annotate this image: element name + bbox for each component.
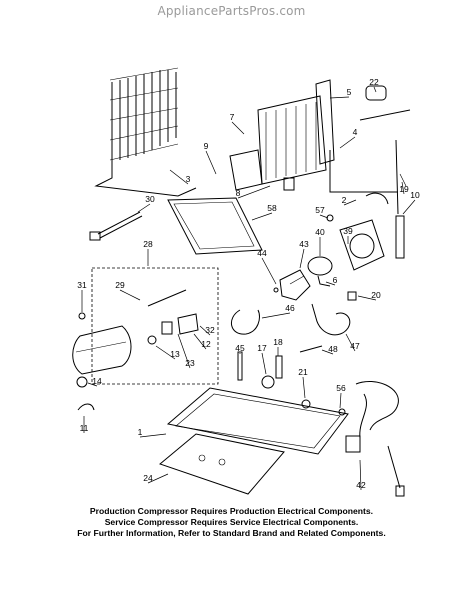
callout-46: 46 <box>285 303 295 313</box>
callout-leader-6 <box>325 281 336 286</box>
condenser-coil <box>94 67 197 197</box>
callout-leader-32 <box>199 325 211 336</box>
fan-motor-and-blade <box>273 256 333 301</box>
callout-leader-44 <box>261 257 277 285</box>
callout-3: 3 <box>186 174 191 184</box>
note-production: Production Compressor Requires Productio… <box>89 506 374 516</box>
callout-42: 42 <box>356 480 366 490</box>
callout-leader-20 <box>357 295 377 301</box>
evaporator-assembly <box>229 79 335 191</box>
wire-connector <box>89 211 143 241</box>
callout-43: 43 <box>299 239 309 249</box>
callout-leader-19 <box>401 181 405 195</box>
thermostat-and-tubing <box>329 85 411 259</box>
compressor-electrical <box>147 289 199 345</box>
callout-45: 45 <box>235 343 245 353</box>
callout-6: 6 <box>333 275 338 285</box>
callout-leader-2 <box>343 199 357 206</box>
callout-11: 11 <box>80 423 89 433</box>
callout-leader-58 <box>251 212 273 221</box>
callout-40: 40 <box>315 227 325 237</box>
callout-leader-29 <box>119 289 141 301</box>
wiring-harness <box>338 380 405 497</box>
callout-leader-24 <box>147 473 169 484</box>
callout-leader-46 <box>261 312 291 319</box>
callout-47: 47 <box>350 341 360 351</box>
callout-30: 30 <box>145 194 155 204</box>
callout-leader-14 <box>87 382 98 387</box>
callout-39: 39 <box>343 226 353 236</box>
callout-leader-5 <box>329 96 350 99</box>
callout-13: 13 <box>170 349 180 359</box>
callout-leader-21 <box>302 376 306 399</box>
callout-19: 19 <box>399 184 409 194</box>
callout-leader-22 <box>373 86 377 93</box>
callout-20: 20 <box>371 290 381 300</box>
callout-leader-1 <box>139 433 167 438</box>
callout-leader-9 <box>205 150 217 175</box>
compressor-group-outline <box>91 267 219 385</box>
callout-18: 18 <box>273 337 283 347</box>
callout-12: 12 <box>201 339 211 349</box>
callout-5: 5 <box>347 87 352 97</box>
callout-4: 4 <box>353 127 358 137</box>
callout-1: 1 <box>138 427 143 437</box>
note-further-info: For Further Information, Refer to Standa… <box>77 528 386 538</box>
callout-58: 58 <box>267 203 277 213</box>
callout-leader-47 <box>345 333 356 352</box>
callout-leader-57 <box>319 214 329 219</box>
callout-28: 28 <box>143 239 153 249</box>
base-plate <box>166 387 349 455</box>
callout-23: 23 <box>185 358 195 368</box>
callout-leader-8 <box>237 185 271 199</box>
callout-leader-23 <box>177 333 191 369</box>
callout-8: 8 <box>236 188 241 198</box>
callout-31: 31 <box>77 280 87 290</box>
callout-leader-13 <box>155 345 176 360</box>
callout-29: 29 <box>115 280 125 290</box>
note-service: Service Compressor Requires Service Elec… <box>104 517 359 527</box>
callout-leader-30 <box>137 203 151 213</box>
compressor-mounting-parts <box>77 351 311 411</box>
callout-leader-3 <box>169 169 189 185</box>
callout-leader-42 <box>359 459 362 491</box>
insulation-pad <box>158 433 285 495</box>
callout-10: 10 <box>410 190 420 200</box>
tubing-set <box>231 291 357 353</box>
callout-17: 17 <box>257 343 267 353</box>
callout-leader-12 <box>193 333 207 350</box>
callout-7: 7 <box>230 112 235 122</box>
callout-57: 57 <box>315 205 325 215</box>
callout-56: 56 <box>336 383 346 393</box>
callout-24: 24 <box>143 473 153 483</box>
compressor <box>72 312 132 388</box>
callout-9: 9 <box>204 141 209 151</box>
callout-21: 21 <box>298 367 308 377</box>
callout-22: 22 <box>369 77 379 87</box>
callout-48: 48 <box>328 344 338 354</box>
callout-14: 14 <box>92 376 102 386</box>
callout-leader-56 <box>339 392 342 409</box>
callout-leader-17 <box>261 352 267 375</box>
callout-leader-4 <box>339 136 356 149</box>
callout-32: 32 <box>205 325 215 335</box>
callout-leader-7 <box>231 121 245 135</box>
drain-pan <box>167 197 263 255</box>
callout-2: 2 <box>342 195 347 205</box>
callout-leader-10 <box>402 199 416 215</box>
callout-leader-48 <box>321 349 334 355</box>
callout-44: 44 <box>257 248 267 258</box>
fan-shroud <box>326 192 389 271</box>
callout-leader-43 <box>299 248 305 269</box>
watermark: AppliancePartsPros.com <box>157 4 306 18</box>
